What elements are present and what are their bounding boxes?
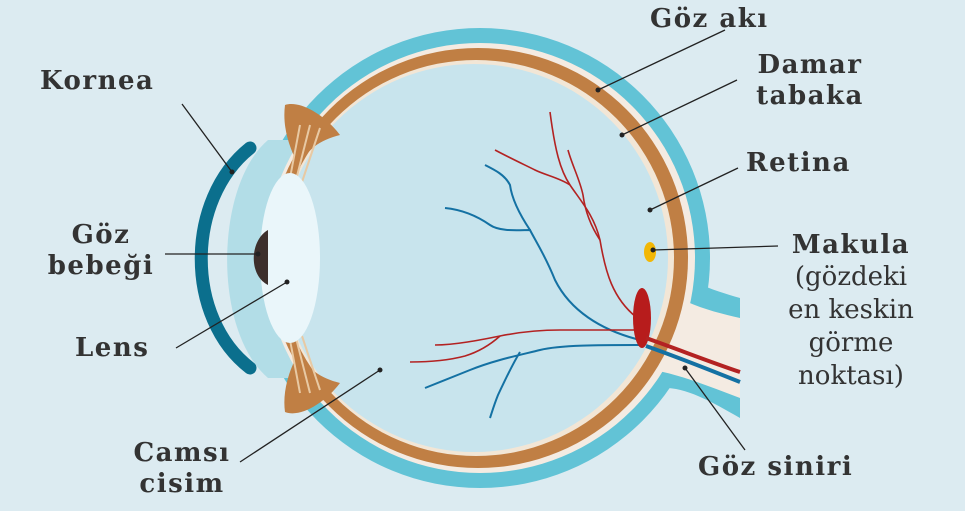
label-makula-note-1: (gözdeki	[745, 261, 957, 294]
label-goz-bebegi: Göz bebeği	[36, 220, 166, 282]
label-damar-tabaka-line2: tabaka	[735, 81, 885, 112]
label-goz-bebegi-line1: Göz	[36, 220, 166, 251]
label-damar-tabaka-line1: Damar	[735, 50, 885, 81]
leader-goz-aki	[598, 30, 725, 90]
label-makula-note-4: noktası)	[745, 360, 957, 393]
label-makula-note-3: görme	[745, 327, 957, 360]
lens-shape	[260, 173, 320, 343]
label-retina: Retina	[746, 148, 851, 179]
label-makula-group: Makula (gözdeki en keskin görme noktası)	[745, 230, 957, 393]
label-camsi-cisim-line2: cisim	[112, 469, 252, 500]
label-goz-aki: Göz akı	[650, 4, 769, 35]
label-camsi-cisim: Camsı cisim	[112, 438, 252, 500]
label-makula: Makula	[745, 230, 957, 261]
label-goz-bebegi-line2: bebeği	[36, 251, 166, 282]
label-kornea: Kornea	[40, 66, 154, 97]
leader-kornea	[182, 104, 232, 172]
label-camsi-cisim-line1: Camsı	[112, 438, 252, 469]
label-lens: Lens	[75, 333, 149, 364]
label-makula-note-2: en keskin	[745, 294, 957, 327]
label-damar-tabaka: Damar tabaka	[735, 50, 885, 112]
label-goz-siniri: Göz siniri	[698, 452, 853, 483]
vitreous-body	[280, 64, 668, 452]
